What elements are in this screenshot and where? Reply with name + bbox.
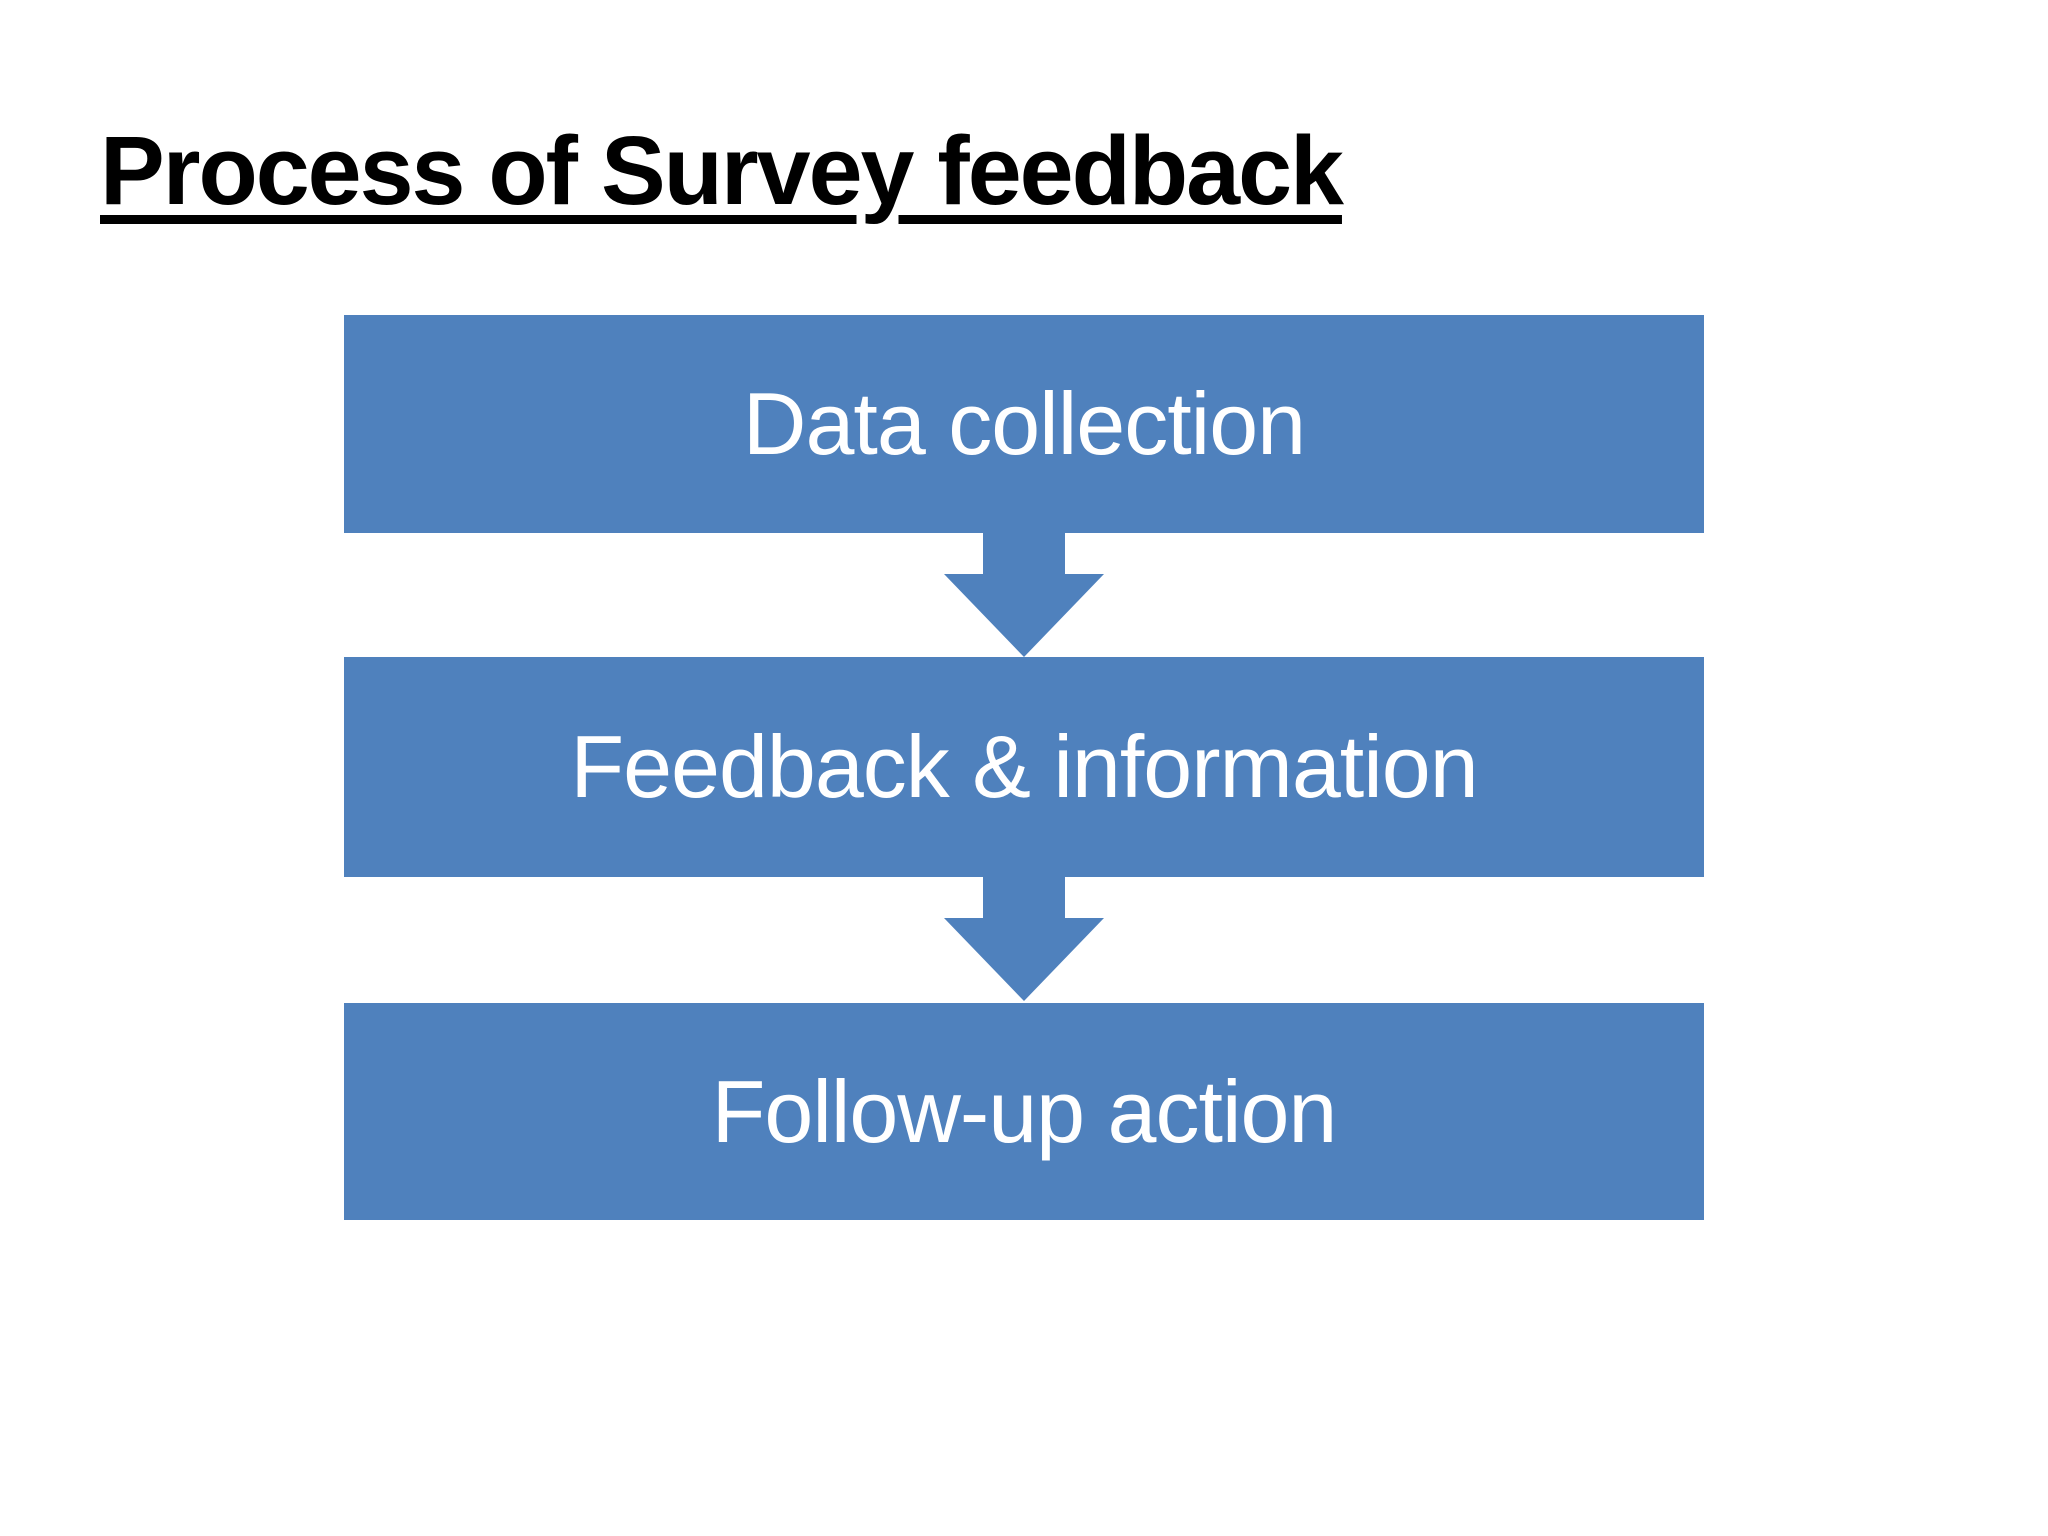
down-arrow-icon [944,877,1104,1001]
process-step-label: Data collection [742,374,1306,473]
process-step-follow-up-action: Follow-up action [344,1003,1704,1220]
process-step-label: Follow-up action [711,1061,1338,1161]
down-arrow-head [944,918,1104,1001]
process-step-feedback-information: Feedback & information [344,657,1704,877]
process-step-label: Feedback & information [570,717,1478,816]
process-step-data-collection: Data collection [344,315,1704,533]
down-arrow-head [944,574,1104,657]
down-arrow-shaft [983,533,1065,574]
down-arrow-icon [944,533,1104,657]
down-arrow-shaft [983,877,1065,918]
slide-title: Process of Survey feedback [100,116,1344,225]
